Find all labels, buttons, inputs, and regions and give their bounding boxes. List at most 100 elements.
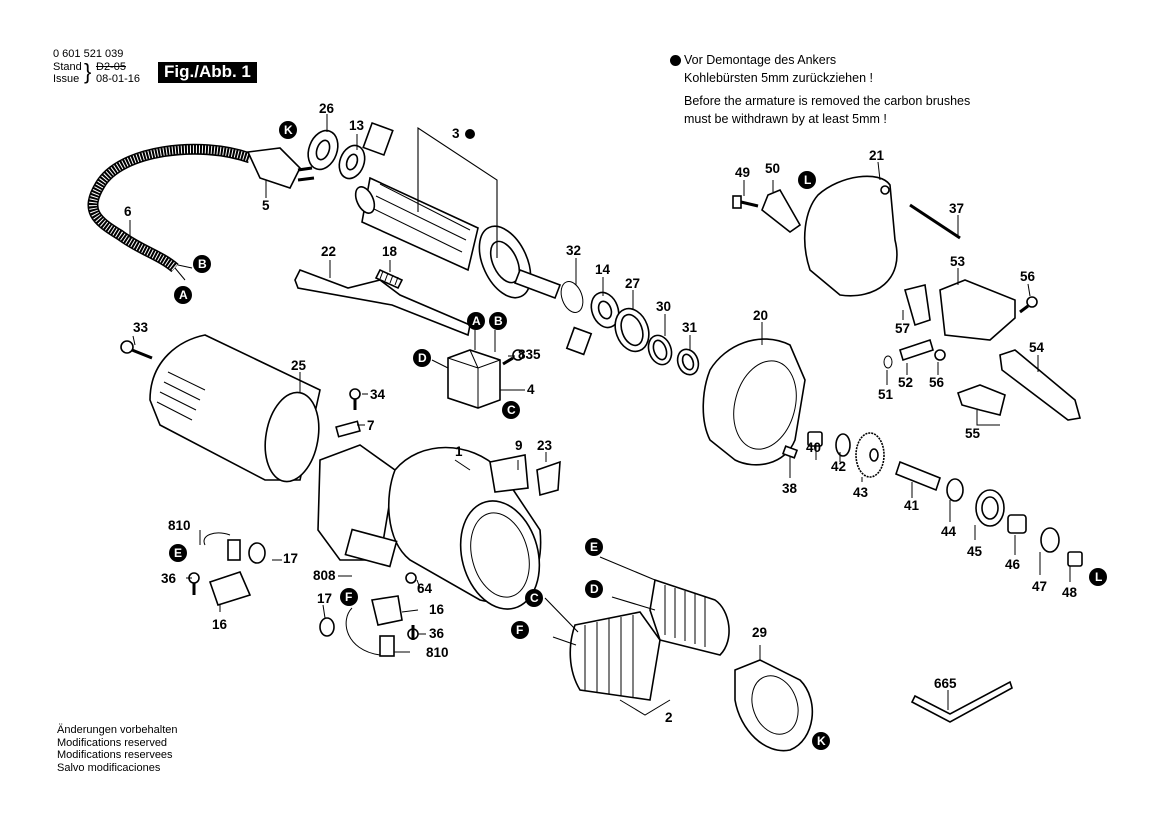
svg-text:C: C xyxy=(507,403,516,417)
part-label-38: 38 xyxy=(782,481,798,496)
ring-27[interactable] xyxy=(609,304,654,356)
part-label-29: 29 xyxy=(752,625,767,640)
gear-43[interactable] xyxy=(855,432,885,478)
part-label-34: 34 xyxy=(370,387,386,402)
part-label-30: 30 xyxy=(656,299,671,314)
bearing-45[interactable] xyxy=(975,489,1005,527)
washer-42[interactable] xyxy=(835,433,851,457)
switch-lever[interactable] xyxy=(294,268,471,337)
part-label-808: 808 xyxy=(313,568,336,583)
note-de-line1: Vor Demontage des Ankers xyxy=(684,53,837,67)
part-label-21: 21 xyxy=(869,148,885,163)
connector-D-switch: D xyxy=(413,349,431,367)
part-label-41: 41 xyxy=(904,498,920,513)
gear-housing[interactable] xyxy=(702,338,806,466)
screw-56-bottom[interactable] xyxy=(934,349,946,361)
connector-C-coil: C xyxy=(525,589,543,607)
part-label-64: 64 xyxy=(417,581,433,596)
part-label-46: 46 xyxy=(1005,557,1021,572)
washer-44[interactable] xyxy=(946,478,964,502)
field-coil-lower[interactable] xyxy=(569,611,661,701)
part-label-1: 1 xyxy=(455,444,463,459)
brush-holder-right[interactable] xyxy=(371,595,403,626)
brush-holder-left[interactable] xyxy=(208,571,252,606)
washer-47[interactable] xyxy=(1040,527,1060,553)
bearing-13[interactable] xyxy=(335,142,369,182)
spindle-41[interactable] xyxy=(895,460,941,492)
svg-text:K: K xyxy=(284,123,293,137)
needle-bearing-40[interactable] xyxy=(807,431,823,447)
part-label-7: 7 xyxy=(367,418,375,433)
part-label-20: 20 xyxy=(753,308,768,323)
part-57[interactable] xyxy=(904,284,931,327)
plates-55[interactable] xyxy=(956,384,1006,416)
needle-bearing-46[interactable] xyxy=(1007,514,1027,534)
circlip-32[interactable] xyxy=(557,279,587,316)
blade-holder-53[interactable] xyxy=(939,279,1016,341)
screw-56-top[interactable] xyxy=(1019,296,1038,314)
footer-line1: Änderungen vorbehalten xyxy=(57,724,178,736)
ring-30[interactable] xyxy=(645,332,676,368)
svg-text:L: L xyxy=(1095,570,1102,584)
svg-text:D: D xyxy=(418,351,427,365)
part-23[interactable] xyxy=(536,460,561,497)
label-9[interactable] xyxy=(489,454,529,493)
bracket-50[interactable] xyxy=(761,188,802,233)
part-label-40: 40 xyxy=(806,440,821,455)
part-label-835: 835 xyxy=(518,347,541,362)
part-label-51: 51 xyxy=(878,387,894,402)
pin-38[interactable] xyxy=(781,445,799,459)
screw-36-left[interactable] xyxy=(188,572,200,595)
hex-key[interactable] xyxy=(910,680,1013,723)
needle-bearing-48[interactable] xyxy=(1067,551,1083,567)
part-label-26: 26 xyxy=(319,101,335,116)
blade-54[interactable] xyxy=(999,349,1082,421)
note-marker-icon xyxy=(465,129,475,139)
connector-E-coil: E xyxy=(585,538,603,556)
part-label-57: 57 xyxy=(895,321,910,336)
part-label-36-left: 36 xyxy=(161,571,177,586)
carbon-brush-right[interactable] xyxy=(345,607,395,657)
stand-label: Stand xyxy=(53,61,82,73)
svg-text:F: F xyxy=(345,590,352,604)
screw-36-right[interactable] xyxy=(407,625,419,640)
nameplate-808[interactable] xyxy=(344,528,398,568)
switch[interactable] xyxy=(447,349,501,409)
part-label-4: 4 xyxy=(527,382,535,397)
screw-34[interactable] xyxy=(349,388,361,410)
screw-49[interactable] xyxy=(732,195,759,209)
connector-B-switch: B xyxy=(489,312,507,330)
ring-31[interactable] xyxy=(674,346,702,377)
cover-21[interactable] xyxy=(803,175,898,297)
screw-835[interactable] xyxy=(502,349,524,366)
carbon-brush-left[interactable] xyxy=(203,532,241,561)
circlip-51[interactable] xyxy=(883,355,893,369)
armature[interactable] xyxy=(352,176,562,306)
field-coil-upper[interactable] xyxy=(649,578,730,656)
part-label-5: 5 xyxy=(262,198,270,213)
air-baffle[interactable] xyxy=(734,659,814,752)
svg-text:D: D xyxy=(590,582,599,596)
connector-A-switch: A xyxy=(467,312,485,330)
bearing-26[interactable] xyxy=(303,126,343,173)
spring-17-left[interactable] xyxy=(248,542,266,564)
part-label-56-bottom: 56 xyxy=(929,375,945,390)
part-label-27: 27 xyxy=(625,276,640,291)
screw-37[interactable] xyxy=(909,203,961,240)
footer-line4: Salvo modificaciones xyxy=(57,761,161,774)
spring[interactable] xyxy=(374,268,404,290)
part-label-3: 3 xyxy=(452,126,460,141)
part-label-33: 33 xyxy=(133,320,149,335)
power-plug[interactable] xyxy=(246,147,315,189)
part-label-9: 9 xyxy=(515,438,523,453)
bearing-14[interactable] xyxy=(587,289,624,332)
power-cord[interactable] xyxy=(87,143,252,281)
part-label-55: 55 xyxy=(965,426,981,441)
spring-17-right[interactable] xyxy=(319,617,335,637)
screw-33[interactable] xyxy=(120,340,153,360)
pin-52[interactable] xyxy=(899,338,934,362)
part-64[interactable] xyxy=(405,572,417,584)
housing-cover[interactable] xyxy=(149,334,325,486)
part-label-50: 50 xyxy=(765,161,780,176)
part-7[interactable] xyxy=(335,420,361,438)
